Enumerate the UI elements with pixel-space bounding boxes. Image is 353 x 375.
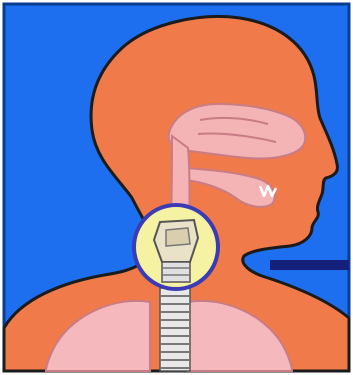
trachea (160, 288, 190, 371)
navy-indicator-bar (270, 260, 349, 270)
